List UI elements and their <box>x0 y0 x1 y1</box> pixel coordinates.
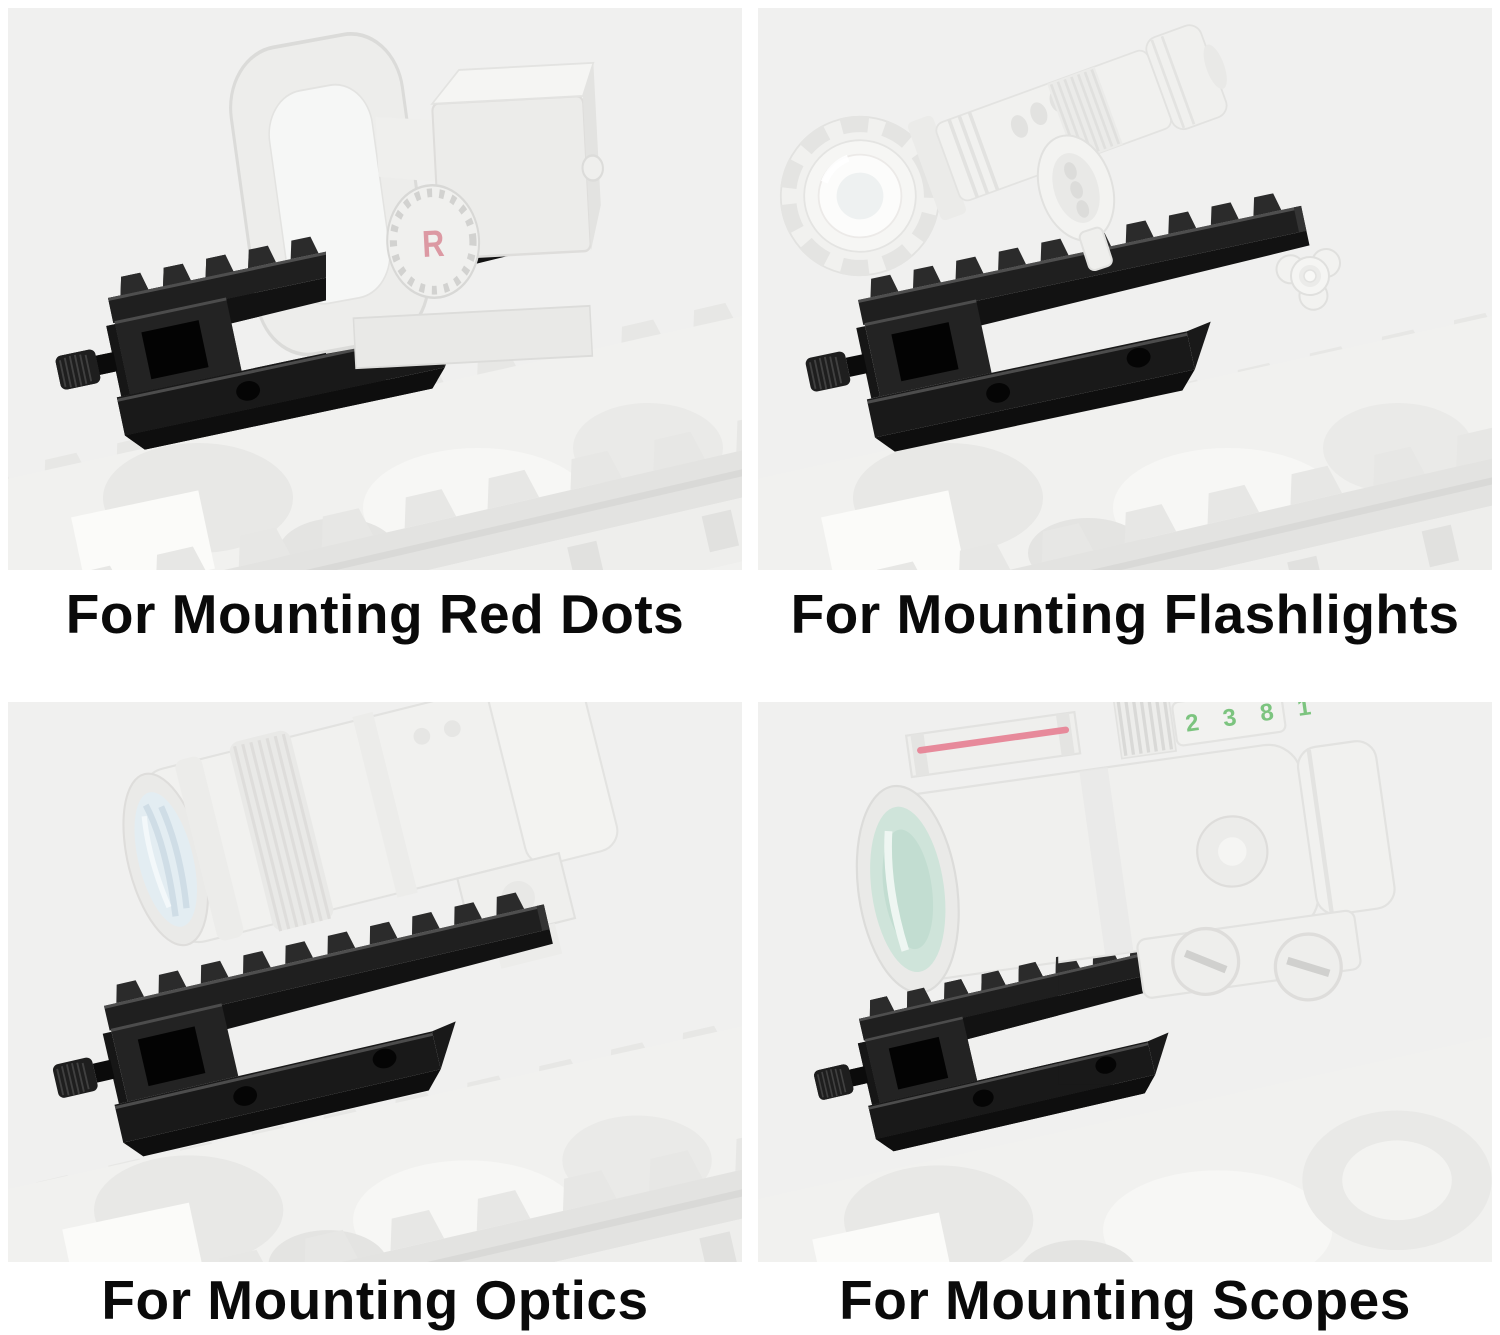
caption-flashlights: For Mounting Flashlights <box>758 570 1492 702</box>
scene-flashlights <box>758 8 1492 570</box>
ghost-receiver-knob-inner <box>1342 1140 1452 1221</box>
caption-scopes-text: For Mounting Scopes <box>839 1269 1411 1331</box>
wing-nut-ghost <box>1273 245 1349 317</box>
scene-optics <box>8 702 742 1262</box>
panel-red-dots: R <box>8 8 742 570</box>
panel-scopes: 2 3 8 1 <box>758 702 1492 1262</box>
panel-flashlights <box>758 8 1492 570</box>
scene-scopes: 2 3 8 1 <box>758 702 1492 1262</box>
caption-optics: For Mounting Optics <box>8 1262 742 1335</box>
caption-scopes: For Mounting Scopes <box>758 1262 1492 1335</box>
red-dot-sight-ghost: R <box>222 15 613 374</box>
caption-optics-text: For Mounting Optics <box>101 1269 649 1331</box>
scene-red-dots: R <box>8 8 742 570</box>
caption-flashlights-text: For Mounting Flashlights <box>790 583 1460 645</box>
caption-red-dots-text: For Mounting Red Dots <box>65 583 685 645</box>
panel-optics <box>8 702 742 1262</box>
dial-letter: R <box>421 223 446 266</box>
caption-red-dots: For Mounting Red Dots <box>8 570 742 702</box>
